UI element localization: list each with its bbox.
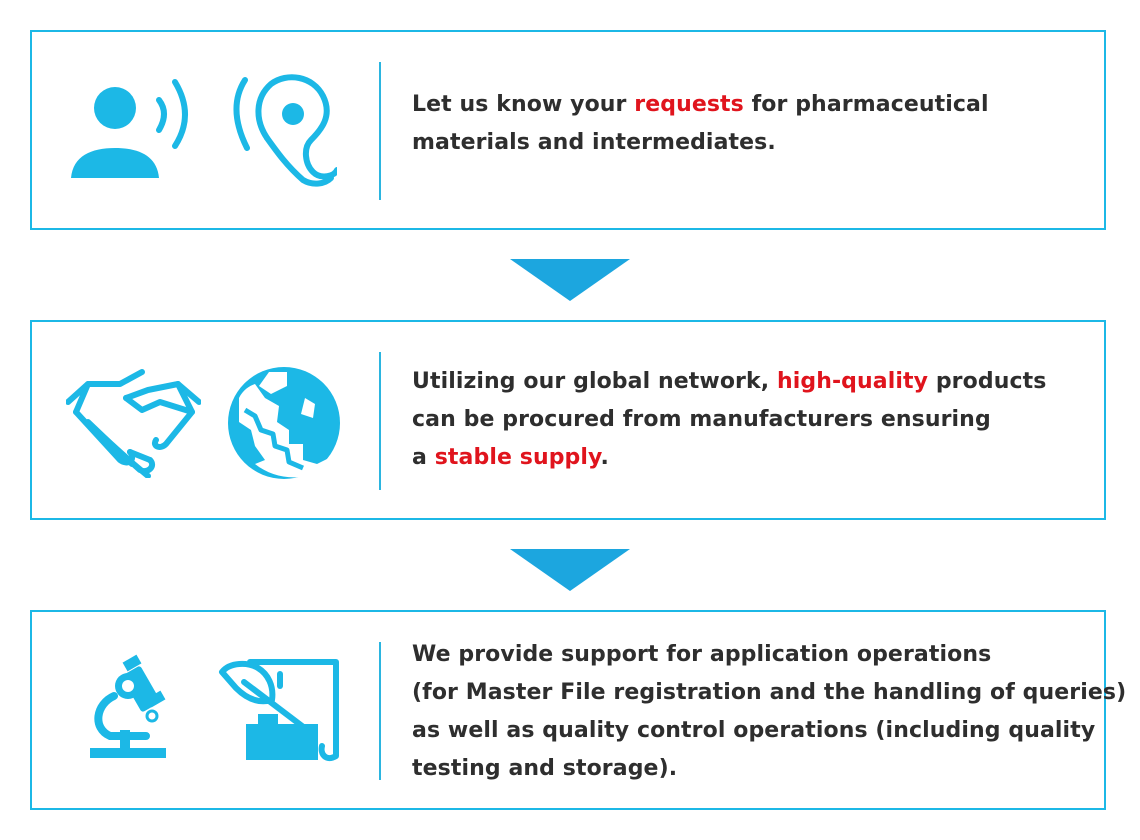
step-3-box: We provide support for application opera…: [30, 610, 1127, 810]
text-line: Utilizing our global network, high-quali…: [412, 369, 1047, 394]
ear-icon: [233, 74, 337, 187]
highlight-requests: requests: [634, 92, 744, 117]
step-2-text: Utilizing our global network, high-quali…: [412, 363, 1084, 477]
highlight-high-quality: high-quality: [776, 369, 929, 394]
step-3-icons: [62, 612, 362, 808]
text-line: materials and intermediates.: [412, 130, 776, 155]
document-quill-icon: [219, 659, 339, 762]
text-line: can be procured from manufacturers ensur…: [412, 407, 991, 432]
text-line: (for Master File registration and the ha…: [412, 680, 1127, 705]
globe-icon: [228, 367, 340, 479]
down-arrow-icon: [510, 259, 630, 301]
step-3-text: We provide support for application opera…: [412, 636, 1127, 788]
text-line: We provide support for application opera…: [412, 642, 992, 667]
text-line: Let us know your requests for pharmaceut…: [412, 92, 989, 117]
step-2-icons: [62, 322, 362, 518]
text-line: testing and storage).: [412, 756, 678, 781]
text-line: as well as quality control operations (i…: [412, 718, 1096, 743]
step-2-box: Utilizing our global network, high-quali…: [30, 320, 1106, 520]
handshake-icon: [66, 369, 201, 478]
text-line: a stable supply.: [412, 445, 609, 470]
speaking-person-icon: [71, 79, 188, 178]
step-2-divider: [379, 352, 381, 490]
step-1-text: Let us know your requests for pharmaceut…: [412, 86, 1084, 162]
highlight-stable-supply: stable supply: [434, 445, 601, 470]
step-1-icons: [62, 32, 362, 228]
step-1-box: Let us know your requests for pharmaceut…: [30, 30, 1106, 230]
step-3-divider: [379, 642, 381, 780]
step-1-divider: [379, 62, 381, 200]
down-arrow-icon: [510, 549, 630, 591]
microscope-icon: [90, 654, 166, 758]
